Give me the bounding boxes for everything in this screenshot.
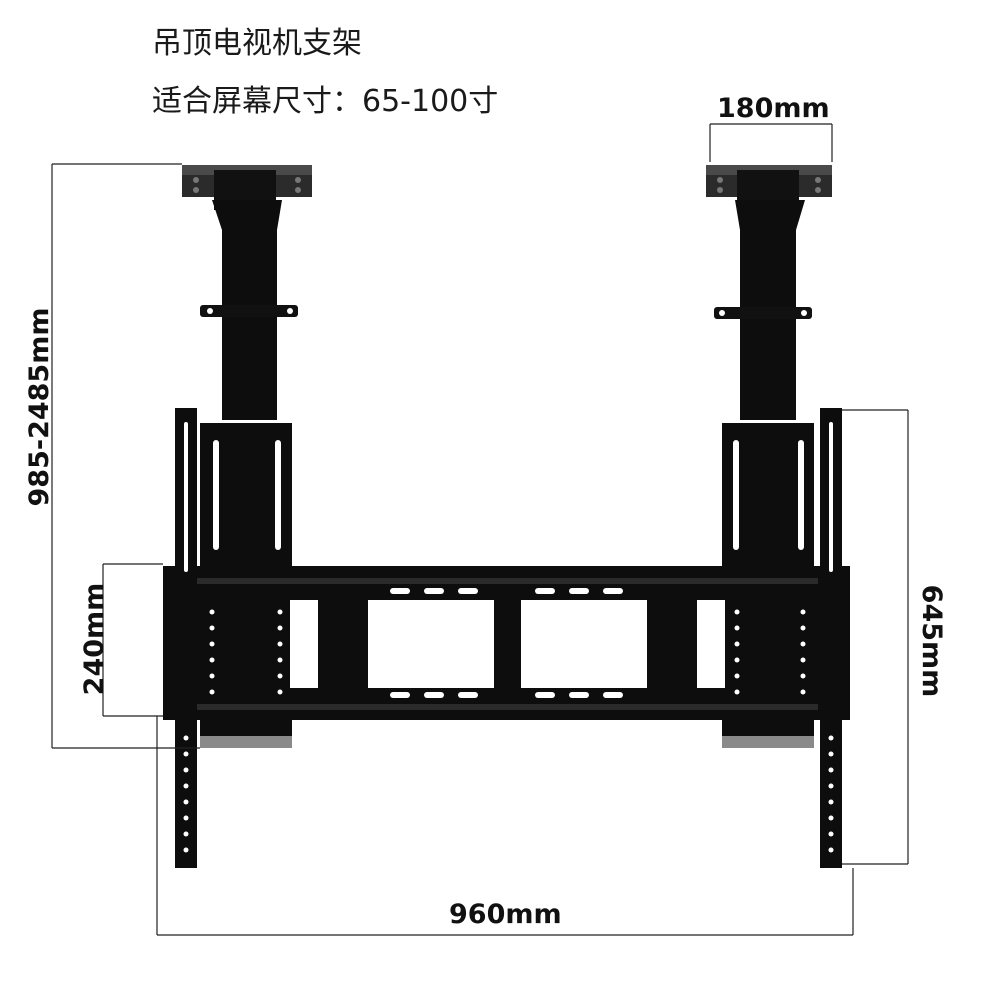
height-range-label: 985-2485mm: [24, 307, 55, 507]
horizontal-frame: [163, 566, 850, 720]
plate-width-label: 180mm: [717, 93, 830, 124]
left-vertical-rail: [175, 408, 197, 868]
screen-size-label: 适合屏幕尺寸：65-100寸: [152, 84, 499, 119]
rail-height-label: 645mm: [916, 584, 947, 698]
bracket-height-label: 240mm: [79, 582, 110, 696]
total-width-label: 960mm: [449, 899, 562, 930]
right-vertical-rail: [820, 408, 842, 868]
product-title: 吊顶电视机支架: [152, 26, 362, 61]
dimension-lines: [51, 123, 909, 936]
